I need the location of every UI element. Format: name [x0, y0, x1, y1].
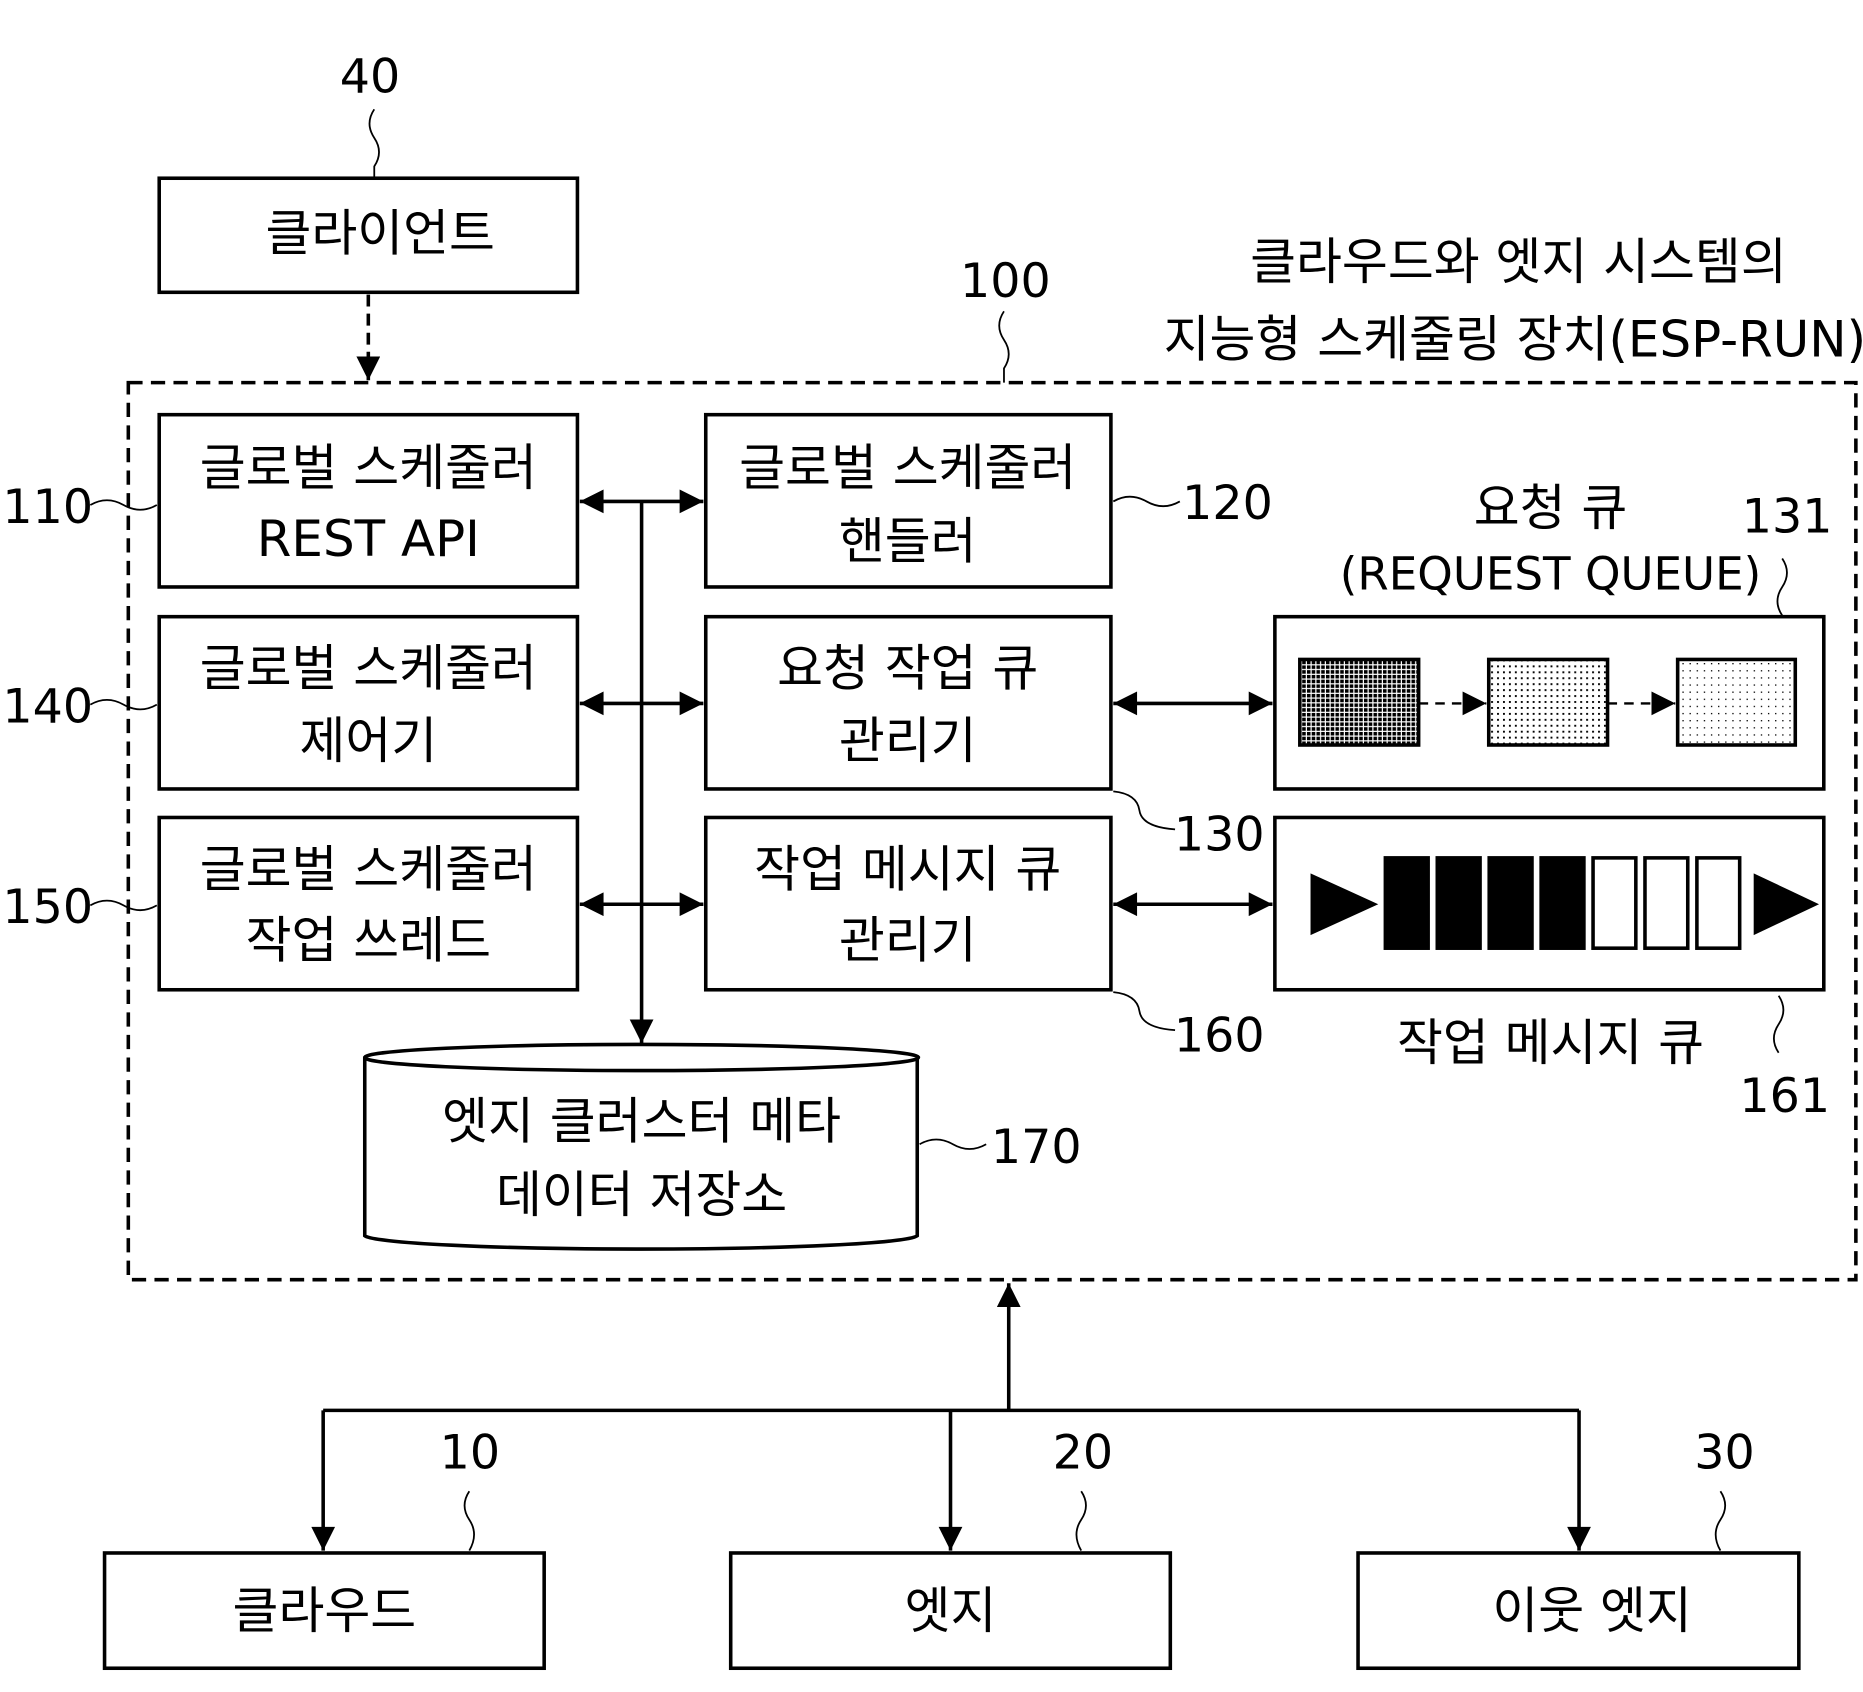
device-frame: [126, 380, 1858, 1282]
message-slot-empty: [1591, 856, 1638, 950]
leader-line: [1113, 790, 1176, 831]
thread-box: 글로벌 스케줄러 작업 쓰레드: [157, 815, 580, 992]
message-slot-empty: [1695, 856, 1742, 950]
client-box: [157, 176, 580, 295]
cloud-box: [102, 1551, 546, 1671]
message-slot-filled: [1383, 856, 1430, 950]
neighbor-edge-label: 이웃 엣지: [1492, 1582, 1691, 1640]
leader-line: [463, 1490, 475, 1552]
client-label: 클라이언트: [265, 205, 494, 263]
controller-line2: 제어기: [299, 712, 437, 770]
leader-line: [1773, 995, 1785, 1054]
ref-131: 131: [1742, 489, 1833, 544]
rest-api-line2: REST API: [257, 510, 480, 568]
edge-box: [728, 1551, 1173, 1671]
cloud-label: 클라우드: [233, 1582, 417, 1640]
handler-line1: 글로벌 스케줄러: [739, 439, 1076, 497]
leader-line: [1075, 1490, 1087, 1552]
leader-line: [1714, 1490, 1727, 1552]
rest-api-line1: 글로벌 스케줄러: [200, 439, 537, 497]
controller-line1: 글로벌 스케줄러: [200, 640, 537, 698]
rest-api-box: 글로벌 스케줄러 REST API: [157, 412, 580, 589]
handler-box: 글로벌 스케줄러 핸들러: [703, 412, 1113, 589]
msg-mgr-line1: 작업 메시지 큐: [754, 840, 1061, 898]
device-title-line2: 지능형 스케줄링 장치(ESP-RUN): [1164, 310, 1863, 368]
request-queue-manager-box: 요청 작업 큐 관리기: [703, 614, 1113, 791]
message-queue-label: 작업 메시지 큐: [1397, 1014, 1704, 1072]
ref-140: 140: [2, 679, 93, 734]
message-slot-filled: [1435, 856, 1482, 950]
ref-10: 10: [440, 1426, 500, 1481]
leader-line: [89, 899, 158, 912]
metadata-line1: 엣지 클러스터 메타: [442, 1092, 841, 1150]
leader-line: [919, 1138, 987, 1150]
ref-150: 150: [2, 880, 93, 935]
leader-line: [998, 310, 1010, 383]
request-queue-label-en: (REQUEST QUEUE): [1340, 547, 1761, 600]
ref-170: 170: [991, 1120, 1082, 1175]
ref-110: 110: [2, 480, 93, 535]
leader-line: [1776, 557, 1788, 616]
message-queue-manager-box: 작업 메시지 큐 관리기: [703, 815, 1113, 992]
req-mgr-line2: 관리기: [839, 712, 977, 770]
ref-160: 160: [1174, 1009, 1265, 1064]
edge-label: 엣지: [905, 1582, 997, 1640]
request-item-2: [1486, 657, 1610, 747]
queue-in-triangle-icon: [1310, 873, 1379, 936]
request-item-3: [1675, 657, 1798, 747]
queue-out-triangle-icon: [1753, 873, 1820, 936]
metadata-store-cylinder: 엣지 클러스터 메타 데이터 저장소: [362, 1042, 921, 1251]
ref-120: 120: [1182, 476, 1273, 531]
message-slot-filled: [1487, 856, 1534, 950]
message-slot-empty: [1643, 856, 1690, 950]
leader-line: [368, 108, 380, 179]
controller-box: 글로벌 스케줄러 제어기: [157, 614, 580, 791]
thread-line2: 작업 쓰레드: [246, 912, 491, 970]
metadata-line2: 데이터 저장소: [496, 1166, 787, 1224]
ref-20: 20: [1053, 1426, 1113, 1481]
leader-line: [89, 698, 158, 711]
ref-40: 40: [340, 50, 400, 105]
leader-line: [1113, 991, 1176, 1032]
leader-line: [1112, 495, 1181, 508]
handler-line2: 핸들러: [839, 512, 977, 570]
msg-mgr-line2: 관리기: [839, 912, 977, 970]
message-slots: [1383, 856, 1742, 950]
message-slot-filled: [1539, 856, 1586, 950]
ref-100: 100: [960, 254, 1051, 309]
neighbor-edge-box: [1356, 1551, 1801, 1671]
req-mgr-line1: 요청 작업 큐: [777, 640, 1038, 698]
ref-130: 130: [1174, 808, 1265, 863]
request-item-1: [1298, 657, 1421, 747]
ref-30: 30: [1694, 1426, 1754, 1481]
thread-line1: 글로벌 스케줄러: [200, 840, 537, 898]
device-title-line1: 클라우드와 엣지 시스템의: [1250, 233, 1787, 291]
leader-line: [89, 499, 158, 511]
request-queue-label: 요청 큐: [1474, 479, 1628, 537]
ref-161: 161: [1739, 1069, 1830, 1124]
